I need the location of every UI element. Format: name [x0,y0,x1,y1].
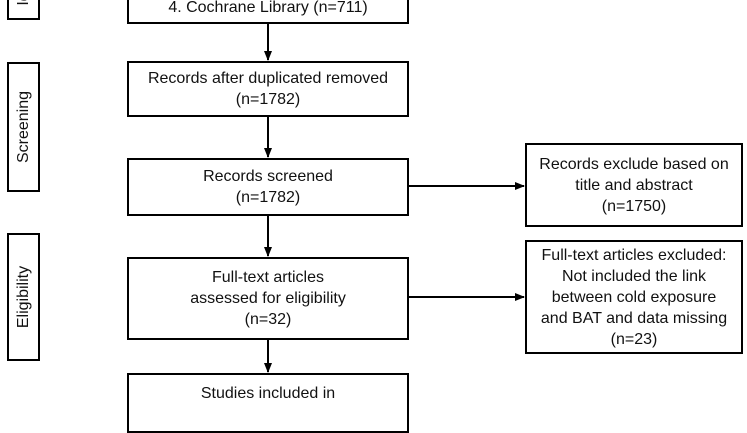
box-identification-sources: 4. Cochrane Library (n=711) [127,0,409,24]
flow-arrows [264,23,525,373]
box-fulltext-assessed: Full-text articles assessed for eligibil… [127,257,409,340]
ft-excluded-line4: and BAT and data missing [540,309,728,327]
box-fulltext-excluded: Full-text articles excluded: Not include… [525,240,743,354]
dedup-line2: (n=1782) [235,91,301,108]
stage-screening: Screening [7,62,40,192]
fulltext-line2: assessed for eligibility [190,290,346,307]
stage-identification: Id [7,0,40,20]
ft-excluded-line5: (n=23) [610,330,658,348]
box-records-excluded: Records exclude based on title and abstr… [525,143,743,227]
box-studies-included: Studies included in [127,373,409,433]
screened-line2: (n=1782) [235,189,301,206]
ft-excluded-line3: between cold exposure [551,288,717,306]
excluded-line1: Records exclude based on [539,155,729,173]
screened-line1: Records screened [203,168,333,185]
excluded-line2: title and abstract [575,176,693,194]
box-after-duplicates: Records after duplicated removed (n=1782… [127,61,409,117]
fulltext-line1: Full-text articles [211,269,325,286]
ft-excluded-line2: Not included the link [561,267,707,285]
stage-eligibility: Eligibility [7,233,40,361]
dedup-line1: Records after duplicated removed [147,70,389,87]
ft-excluded-line1: Full-text articles excluded: [541,246,727,264]
excluded-line3: (n=1750) [601,197,667,215]
box-records-screened: Records screened (n=1782) [127,158,409,216]
fulltext-line3: (n=32) [244,311,292,328]
included-line1: Studies included in [200,385,336,402]
sources-line1: 4. Cochrane Library (n=711) [168,0,368,16]
